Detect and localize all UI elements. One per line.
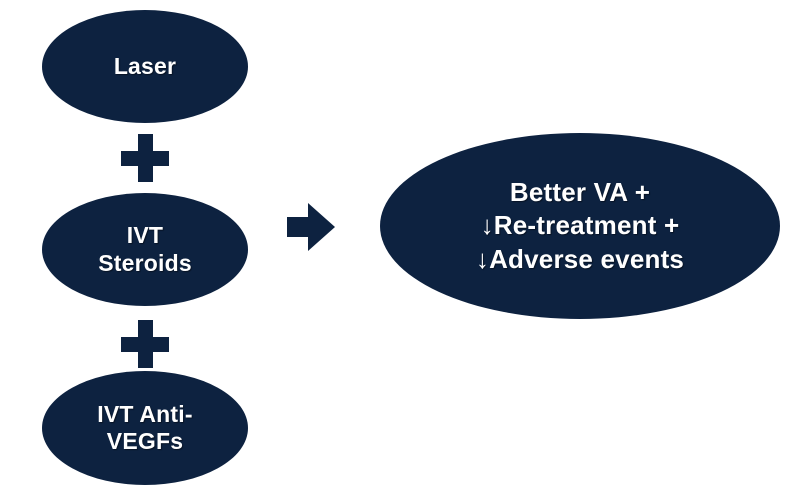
node-laser[interactable]: Laser xyxy=(42,10,248,123)
node-ivt-steroids[interactable]: IVT Steroids xyxy=(42,193,248,306)
node-ivt-anti-vegfs[interactable]: IVT Anti- VEGFs xyxy=(42,371,248,485)
plus-icon-horizontal-bar xyxy=(121,337,169,352)
node-laser-label: Laser xyxy=(113,52,177,79)
node-outcome[interactable]: Better VA + ↓Re-treatment + ↓Adverse eve… xyxy=(380,133,780,319)
plus-connector-2 xyxy=(121,320,169,368)
plus-connector-1 xyxy=(121,134,169,182)
arrow-right-icon xyxy=(286,202,336,252)
node-ivt-steroids-label: IVT Steroids xyxy=(98,222,192,276)
plus-icon-horizontal-bar xyxy=(121,151,169,166)
node-outcome-label: Better VA + ↓Re-treatment + ↓Adverse eve… xyxy=(475,177,685,274)
node-ivt-anti-vegfs-label: IVT Anti- VEGFs xyxy=(97,400,193,454)
